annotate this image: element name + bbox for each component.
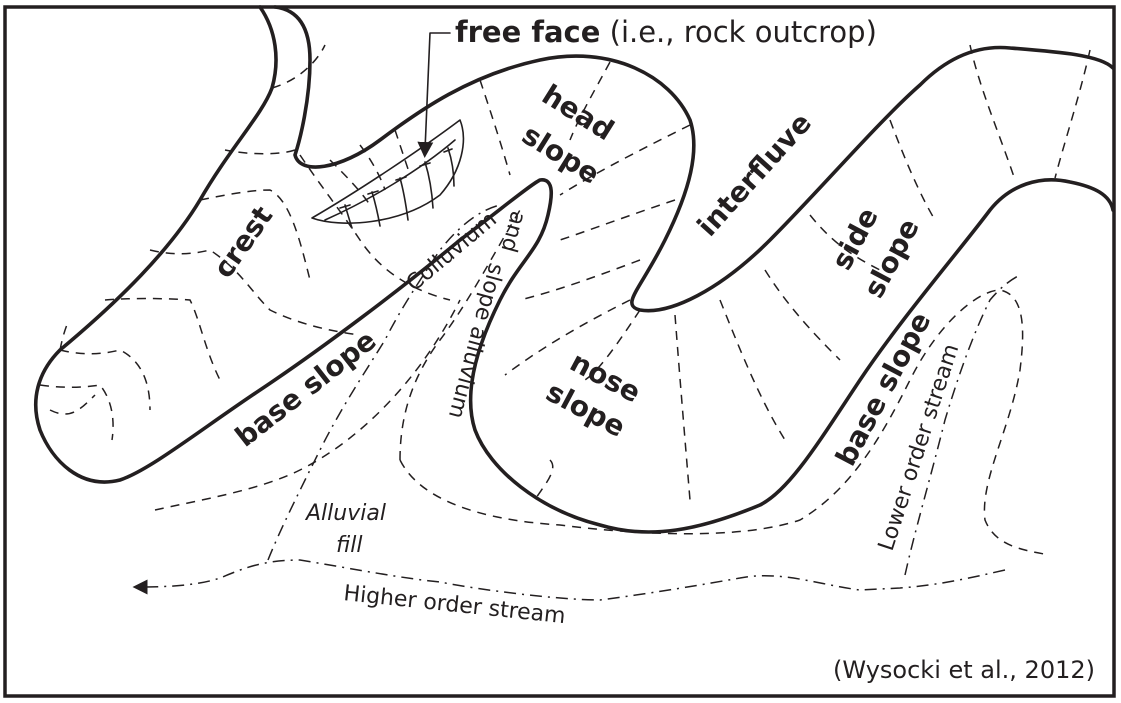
- alluvial-fill-channel: [267, 204, 501, 561]
- ridge-outline-upper: [33, 5, 1115, 534]
- ridge-outline-head-lobe: [273, 5, 1115, 313]
- lower-order-stream-line: [904, 274, 1021, 576]
- citation: (Wysocki et al., 2012): [833, 656, 1095, 684]
- free-face-outcrop: [311, 119, 465, 224]
- diagram-frame: [3, 5, 1116, 698]
- label-alluvial: Alluvial: [304, 501, 386, 526]
- free-face-title: free face (i.e., rock outcrop): [455, 15, 877, 49]
- free-face-hachures: [339, 147, 455, 229]
- label-fill: fill: [336, 533, 362, 558]
- free-face-pointer-arrow: [417, 32, 451, 158]
- slope-boundary-lines: [39, 44, 1091, 556]
